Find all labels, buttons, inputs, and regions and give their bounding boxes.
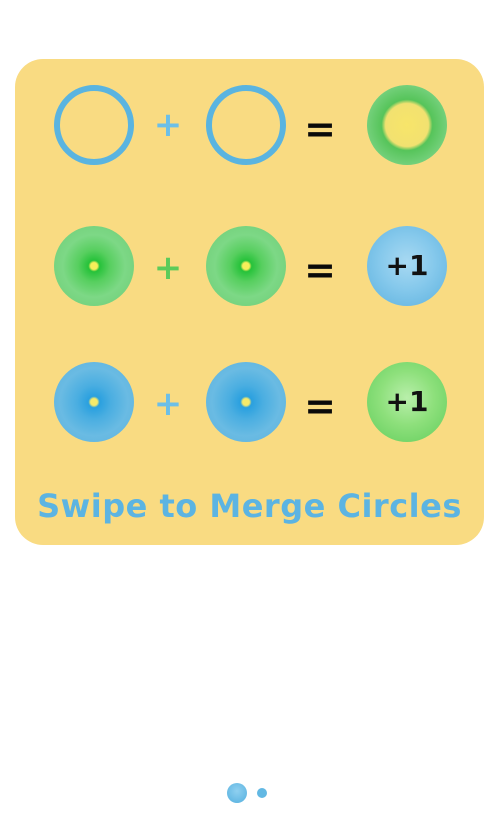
green-plus-one-icon: +1	[367, 362, 447, 442]
blue-ring-icon	[54, 85, 134, 165]
merge-rule-row-3: + = +1	[15, 362, 484, 442]
page-dot-active[interactable]	[227, 783, 247, 803]
plus-sign: +	[153, 384, 183, 424]
blue-plus-one-icon: +1	[367, 226, 447, 306]
green-disc-icon	[54, 226, 134, 306]
equals-sign: =	[304, 248, 336, 292]
merge-rule-row-2: + = +1	[15, 226, 484, 306]
equals-sign: =	[304, 107, 336, 151]
plus-sign: +	[153, 248, 183, 288]
equals-sign: =	[304, 384, 336, 428]
merge-rule-row-1: + =	[15, 85, 484, 165]
plus-sign: +	[153, 105, 183, 145]
blue-disc-icon	[54, 362, 134, 442]
blue-disc-icon	[206, 362, 286, 442]
tutorial-card: + = + = +1	[15, 59, 484, 545]
green-ring-icon	[367, 85, 447, 165]
page-dot-inactive[interactable]	[257, 788, 267, 798]
green-disc-icon	[206, 226, 286, 306]
plus-one-label: +1	[385, 249, 429, 282]
blue-ring-icon	[206, 85, 286, 165]
page-indicator	[0, 782, 500, 804]
plus-one-label: +1	[385, 385, 429, 418]
tutorial-caption: Swipe to Merge Circles	[37, 487, 462, 525]
